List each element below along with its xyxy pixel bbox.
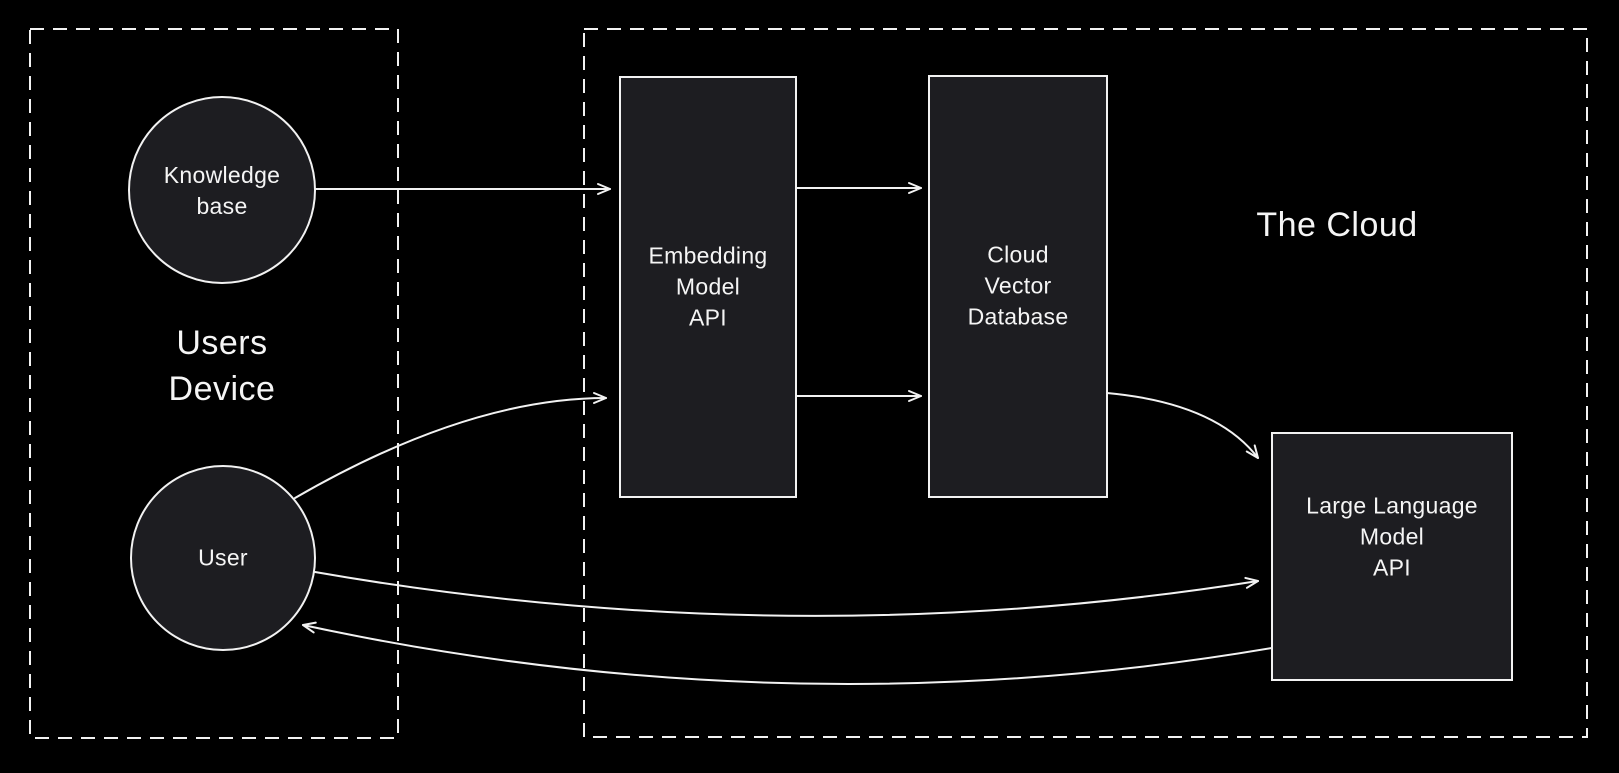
edge-llm-to-user xyxy=(302,621,1273,685)
edge-user-to-llm xyxy=(314,571,1259,617)
large-language-model-api-label: Large Language Model API xyxy=(1306,491,1478,584)
llm-label-line2: Model xyxy=(1359,523,1425,550)
users-device-label-line2: Device xyxy=(168,370,276,408)
knowledge-base-label: Knowledge base xyxy=(164,160,281,222)
cloud-vector-database-node xyxy=(928,75,1108,498)
users-device-boundary xyxy=(29,28,399,739)
knowledge-base-label-line1: Knowledge xyxy=(163,162,281,188)
the-cloud-label-line1: The Cloud xyxy=(1256,206,1418,244)
embedding-label-line2: Model xyxy=(675,273,741,300)
llm-label-line1: Large Language xyxy=(1306,492,1478,519)
cloud-vector-database-label: Cloud Vector Database xyxy=(968,240,1069,333)
embedding-model-api-node xyxy=(619,76,797,498)
user-node xyxy=(130,465,316,651)
user-label: User xyxy=(198,543,248,574)
the-cloud-group-label: The Cloud xyxy=(1256,202,1417,248)
large-language-model-api-node xyxy=(1271,432,1513,681)
vectordb-label-line1: Cloud xyxy=(987,241,1049,268)
vectordb-label-line2: Vector xyxy=(984,272,1052,299)
knowledge-base-label-line2: base xyxy=(196,193,248,219)
edge-user-to-embedding xyxy=(294,392,607,499)
users-device-label-line1: Users xyxy=(176,324,268,362)
cloud-boundary xyxy=(583,28,1588,738)
embedding-model-api-label: Embedding Model API xyxy=(648,241,767,334)
knowledge-base-node xyxy=(128,96,316,284)
embedding-label-line1: Embedding xyxy=(648,242,768,269)
user-label-line1: User xyxy=(198,544,248,571)
vectordb-label-line3: Database xyxy=(967,303,1069,330)
embedding-label-line3: API xyxy=(689,304,727,331)
users-device-group-label: Users Device xyxy=(169,320,276,412)
llm-label-line3: API xyxy=(1373,554,1411,581)
edge-vectordb-to-llm xyxy=(1106,392,1259,459)
